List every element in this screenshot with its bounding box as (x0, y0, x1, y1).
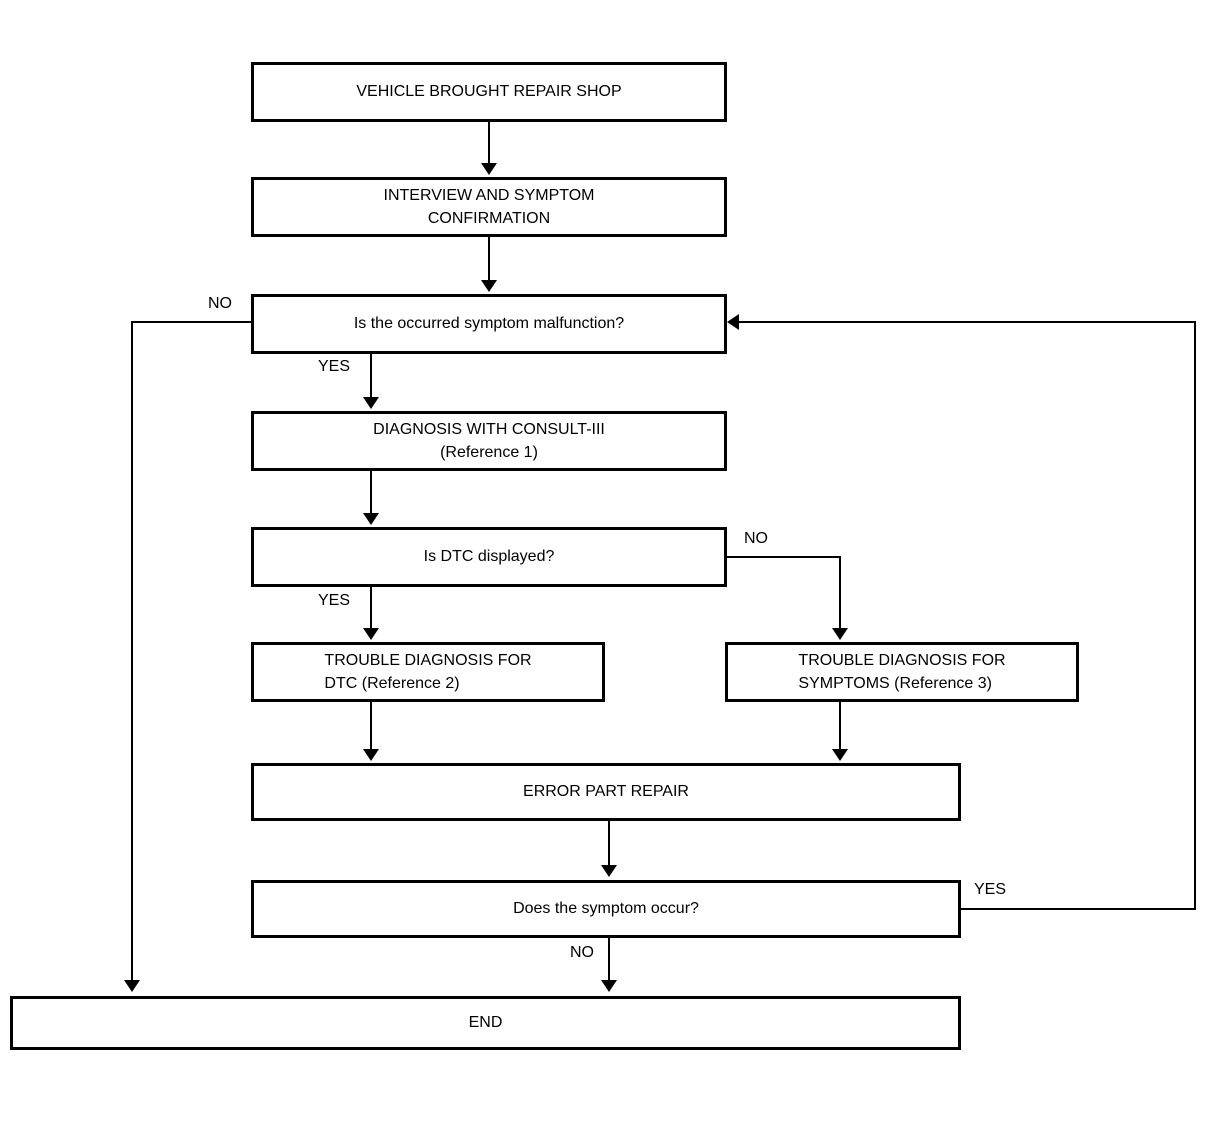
edge-dtc-yes-arrowhead (363, 628, 379, 640)
edge-malfunction-no-vertical (131, 321, 133, 981)
node-trouble-diagnosis-dtc: TROUBLE DIAGNOSIS FOR DTC (Reference 2) (251, 642, 605, 702)
edge-trouble-dtc-to-repair-arrowhead (363, 749, 379, 761)
edge-trouble-symptoms-to-repair-arrowhead (832, 749, 848, 761)
edge-label-occur-no: NO (570, 944, 594, 961)
edge-dtc-yes-vertical (370, 587, 372, 630)
node-is-malfunction-label: Is the occurred symptom malfunction? (353, 315, 625, 333)
node-diagnosis-consult: DIAGNOSIS WITH CONSULT-III (Reference 1) (251, 411, 727, 471)
node-is-dtc-displayed: Is DTC displayed? (251, 527, 727, 587)
node-is-malfunction: Is the occurred symptom malfunction? (251, 294, 727, 354)
edge-dtc-no-horizontal (727, 556, 841, 558)
edge-occur-yes-horizontal-top (739, 321, 1195, 323)
node-error-part-repair-label: ERROR PART REPAIR (523, 783, 689, 801)
edge-label-malfunction-yes: YES (318, 358, 351, 375)
node-end: END (10, 996, 961, 1050)
edge-occur-yes-vertical-right (1194, 321, 1196, 910)
edge-repair-to-occur (608, 821, 610, 867)
node-interview-label: INTERVIEW AND SYMPTOM CONFIRMATION (383, 186, 595, 227)
node-start-label: VEHICLE BROUGHT REPAIR SHOP (356, 83, 622, 101)
edge-start-to-interview (488, 122, 490, 165)
edge-label-malfunction-no: NO (208, 295, 232, 312)
edge-repair-to-occur-arrowhead (601, 865, 617, 877)
edge-diagnosis-to-dtc (370, 471, 372, 515)
node-does-symptom-occur: Does the symptom occur? (251, 880, 961, 938)
edge-malfunction-no-horizontal (131, 321, 253, 323)
node-trouble-diagnosis-symptoms-label: TROUBLE DIAGNOSIS FOR SYMPTOMS (Referenc… (798, 651, 1006, 692)
edge-label-dtc-yes: YES (318, 592, 351, 609)
node-end-label: END (468, 1014, 503, 1032)
edge-dtc-no-vertical (839, 556, 841, 630)
edge-trouble-dtc-to-repair (370, 702, 372, 750)
edge-occur-yes-horizontal-bottom (961, 908, 1196, 910)
edge-malfunction-yes-vertical (370, 354, 372, 399)
edge-malfunction-no-arrowhead (124, 980, 140, 992)
node-interview: INTERVIEW AND SYMPTOM CONFIRMATION (251, 177, 727, 237)
edge-dtc-no-arrowhead (832, 628, 848, 640)
node-trouble-diagnosis-dtc-label: TROUBLE DIAGNOSIS FOR DTC (Reference 2) (324, 651, 532, 692)
edge-occur-yes-arrowhead (727, 314, 739, 330)
node-is-dtc-displayed-label: Is DTC displayed? (423, 548, 555, 566)
edge-diagnosis-to-dtc-arrowhead (363, 513, 379, 525)
edge-label-dtc-no: NO (744, 530, 768, 547)
edge-occur-no-vertical (608, 938, 610, 982)
node-error-part-repair: ERROR PART REPAIR (251, 763, 961, 821)
edge-occur-no-arrowhead (601, 980, 617, 992)
node-trouble-diagnosis-symptoms: TROUBLE DIAGNOSIS FOR SYMPTOMS (Referenc… (725, 642, 1079, 702)
edge-trouble-symptoms-to-repair (839, 702, 841, 750)
node-start: VEHICLE BROUGHT REPAIR SHOP (251, 62, 727, 122)
edge-interview-to-malfunction (488, 237, 490, 282)
edge-label-occur-yes: YES (974, 881, 1007, 898)
edge-malfunction-yes-arrowhead (363, 397, 379, 409)
edge-start-to-interview-arrowhead (481, 163, 497, 175)
node-does-symptom-occur-label: Does the symptom occur? (513, 900, 699, 918)
node-diagnosis-consult-label: DIAGNOSIS WITH CONSULT-III (Reference 1) (373, 420, 605, 461)
edge-interview-to-malfunction-arrowhead (481, 280, 497, 292)
